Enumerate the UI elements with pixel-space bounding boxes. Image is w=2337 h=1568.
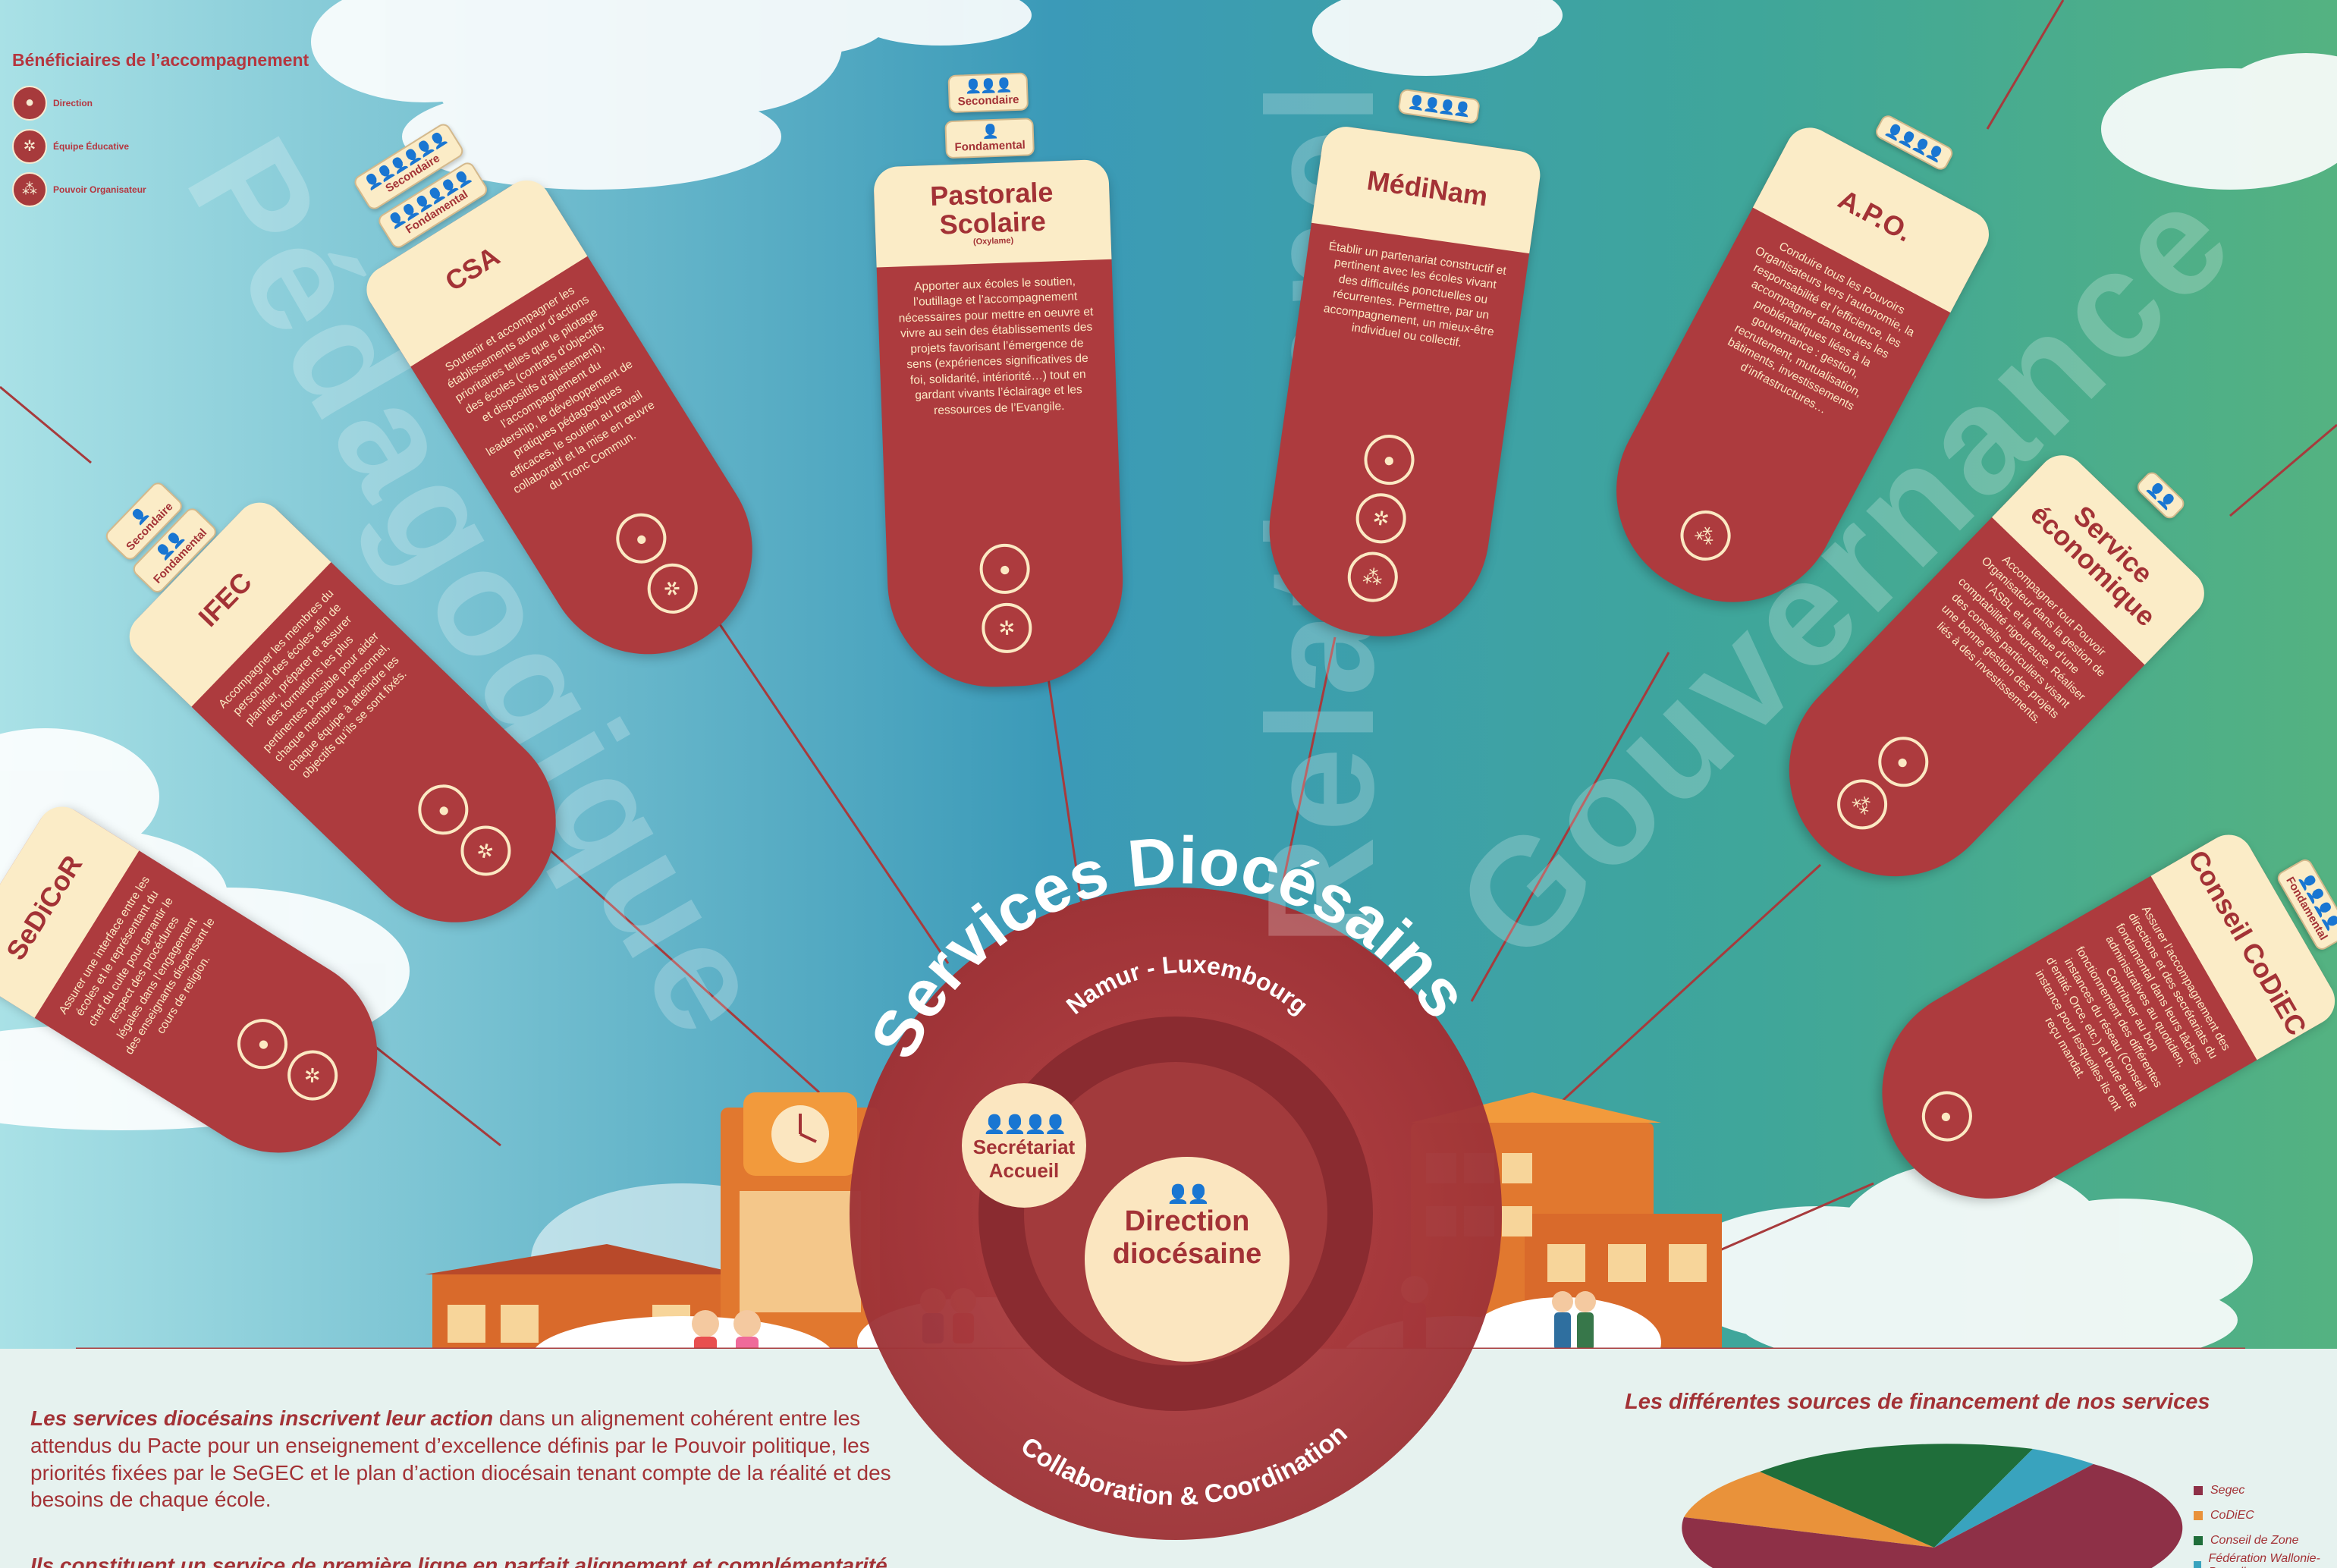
service-description: Établir un partenariat constructif et pe… [1322,240,1507,350]
swatch [2194,1535,2203,1545]
swatch [2194,1560,2201,1568]
service-card-pastorale[interactable]: 👤👤👤Secondaire 👤Fondamental Pastorale Sco… [873,72,1126,691]
cloud [1312,0,1563,76]
swatch [2194,1485,2203,1495]
director-icon: ● [1912,1082,1981,1151]
director-icon: ● [1361,431,1418,489]
people-icon: 👤👤👤 [964,77,1012,95]
board-icon: ⁂ [1344,548,1402,605]
team-icon: ✲ [12,128,47,164]
team-icon: ✲ [278,1041,347,1111]
mission-statement: Les services diocésains inscrivent leur … [30,1406,891,1512]
service-description: Apporter aux écoles le soutien, l’outill… [898,275,1094,417]
director-pair-icon: 👤👤 [1167,1184,1210,1205]
legend-row-codiec: CoDiEC [2194,1503,2337,1528]
legend-row-federation: Fédération Wallonie-Bruxelles [2194,1552,2337,1568]
director-icon: ● [12,85,47,121]
legend-item-direction: ● Direction [12,81,309,124]
mission-statement-continued: Ils constituent un service de première l… [30,1554,887,1568]
financing-title: Les différentes sources de financement d… [1625,1390,2210,1414]
director-icon: ● [978,542,1031,595]
swatch [2194,1510,2203,1520]
cloud [311,0,842,190]
connector-lines [0,0,2337,1261]
beneficiary-icons: ● ✲ [887,539,1126,657]
team-icon: ✲ [981,602,1033,654]
legend-row-segec: Segec [2194,1478,2337,1503]
director-icon: ● [606,504,676,573]
team-icon: ✲ [1352,490,1409,547]
people-icon: 👤👤👤👤 [1407,94,1471,118]
team-icon: ✲ [637,554,707,624]
beneficiaries-legend: Bénéficiaires de l’accompagnement ● Dire… [12,50,309,211]
cloud [690,0,1032,57]
legend-item-team: ✲ Équipe Éducative [12,124,309,168]
level-tag: 👤👤👤Secondaire [947,72,1029,114]
secretariat-label: 👤👤👤👤 Secrétariat Accueil [962,1114,1086,1183]
level-tag: 👤Fondamental [944,118,1035,159]
cloud [2101,53,2337,190]
direction-label: 👤👤 Direction diocésaine [1092,1183,1282,1271]
legend-item-board: ⁂ Pouvoir Organisateur [12,168,309,211]
legend-title: Bénéficiaires de l’accompagnement [12,50,309,70]
legend-row-conseil: Conseil de Zone [2194,1528,2337,1553]
service-title: Pastorale Scolaire (Oxylame) [873,159,1112,268]
staff-icon: 👤👤👤👤 [983,1114,1067,1135]
director-icon: ● [228,1009,297,1079]
board-icon: ⁂ [1671,501,1739,570]
financing-legend: Segec CoDiEC Conseil de Zone Fédération … [2194,1478,2337,1568]
beneficiary-icons: ● ✲ ⁂ [1261,419,1502,617]
board-icon: ⁂ [12,171,47,207]
